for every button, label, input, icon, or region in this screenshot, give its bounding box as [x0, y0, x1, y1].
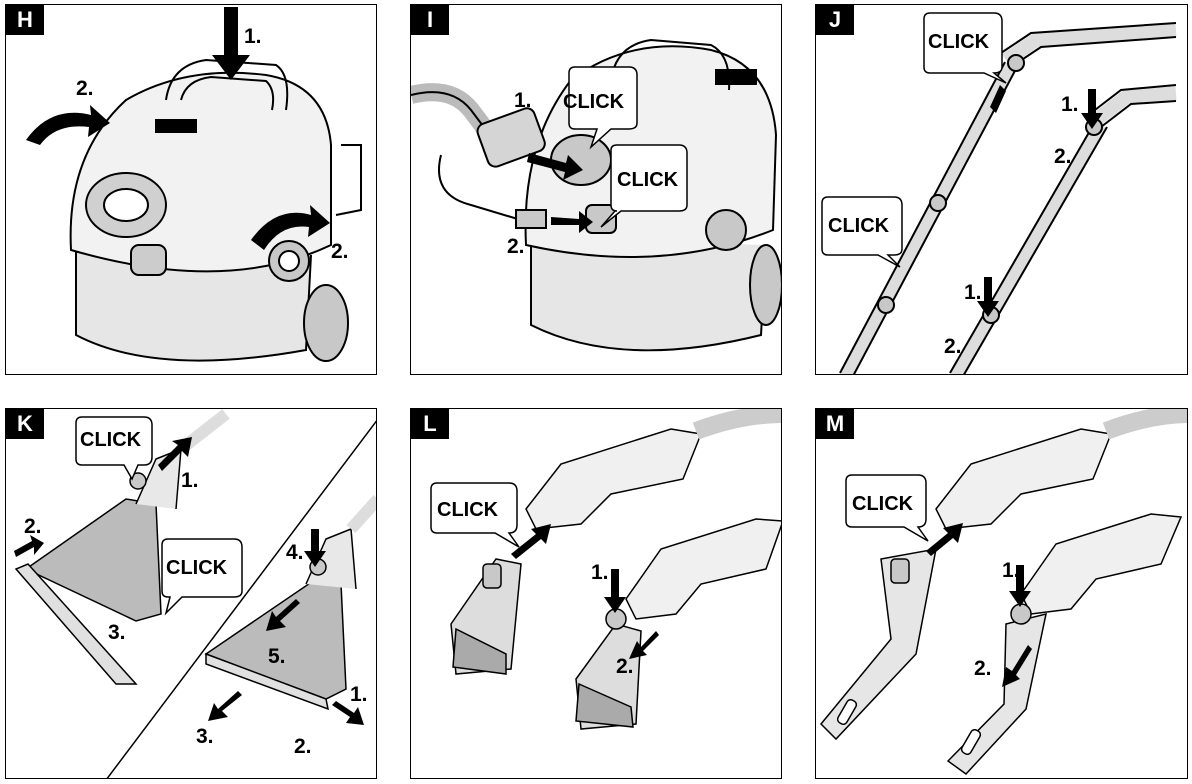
step-label: 2. [944, 335, 962, 358]
click-bubble [568, 66, 638, 150]
step-label: 2. [24, 515, 42, 538]
click-bubble [923, 12, 1007, 84]
panel-k: K CLICK CLICK [5, 408, 377, 779]
arrow-icon [158, 437, 192, 471]
step-label: 1. [514, 89, 532, 112]
click-bubble [75, 416, 153, 481]
panel-i: I C [410, 4, 782, 375]
arrow-right-icon [551, 211, 593, 233]
click-label: CLICK [166, 557, 228, 579]
step-label: 1. [964, 281, 982, 304]
step-label: 5. [268, 645, 286, 668]
step-label: 1. [1002, 559, 1020, 582]
click-label: CLICK [437, 499, 499, 521]
step-label: 2. [76, 77, 94, 100]
step-label: 1. [1061, 93, 1079, 116]
nozzle-illustration-l [430, 409, 781, 730]
arrow-icon [332, 701, 364, 725]
arrow-icon [926, 523, 963, 556]
arrow-icon [629, 631, 659, 659]
panel-h: H [5, 4, 377, 375]
panel-tag-l: L [411, 409, 449, 439]
arrow-right-icon [527, 153, 583, 180]
panel-tag-h: H [6, 5, 44, 35]
arrow-icon [14, 535, 44, 557]
tube-illustration-m [819, 409, 1187, 775]
arrow-up-icon [990, 85, 1006, 113]
click-label: CLICK [617, 169, 679, 191]
click-label: CLICK [563, 91, 625, 113]
curved-arrow-icon [26, 105, 110, 145]
step-label: 2. [294, 735, 312, 758]
panel-tag-j: J [816, 5, 854, 35]
click-bubble [600, 144, 688, 228]
arrow-icon [1009, 565, 1031, 607]
click-bubble [845, 474, 929, 542]
panel-j: J CLICK CLICK [815, 4, 1188, 375]
step-label: 2. [974, 657, 992, 680]
nozzle-illustration-k [14, 409, 376, 778]
step-label: 2. [616, 655, 634, 678]
vacuum-illustration-h [26, 7, 362, 362]
panel-tag-k: K [6, 409, 44, 439]
click-bubble [821, 196, 903, 268]
curved-arrow-icon [251, 205, 330, 250]
click-bubble [161, 538, 243, 616]
click-label: CLICK [928, 31, 990, 53]
step-label: 2. [331, 240, 349, 263]
step-label: 1. [181, 469, 199, 492]
panel-l: L CLICK 1. 2. [410, 408, 782, 779]
vacuum-illustration-i [411, 38, 781, 352]
panel-tag-m: M [816, 409, 854, 439]
arrow-icon [304, 529, 326, 567]
step-label: 2. [507, 235, 525, 258]
tube-illustration-j [821, 12, 1177, 374]
step-label: 4. [286, 541, 304, 564]
arrow-icon [208, 691, 242, 721]
click-bubble [430, 482, 520, 548]
click-label: CLICK [828, 215, 890, 237]
step-label: 1. [591, 561, 609, 584]
step-label: 1. [244, 25, 262, 48]
panel-m: M CLICK 1. 2. [815, 408, 1188, 779]
step-label: 3. [196, 725, 214, 748]
step-label: 2. [1054, 145, 1072, 168]
click-label: CLICK [852, 493, 914, 515]
arrow-down-icon [1081, 89, 1103, 129]
step-label: 1. [350, 683, 368, 706]
click-label: CLICK [80, 429, 142, 451]
arrow-down-icon [977, 277, 999, 317]
step-label: 3. [108, 621, 126, 644]
arrow-down-icon [212, 7, 250, 80]
arrow-icon [604, 569, 626, 613]
arrow-icon [1002, 645, 1032, 687]
arrow-icon [266, 599, 300, 631]
arrow-icon [511, 524, 551, 559]
panel-tag-i: I [411, 5, 449, 35]
